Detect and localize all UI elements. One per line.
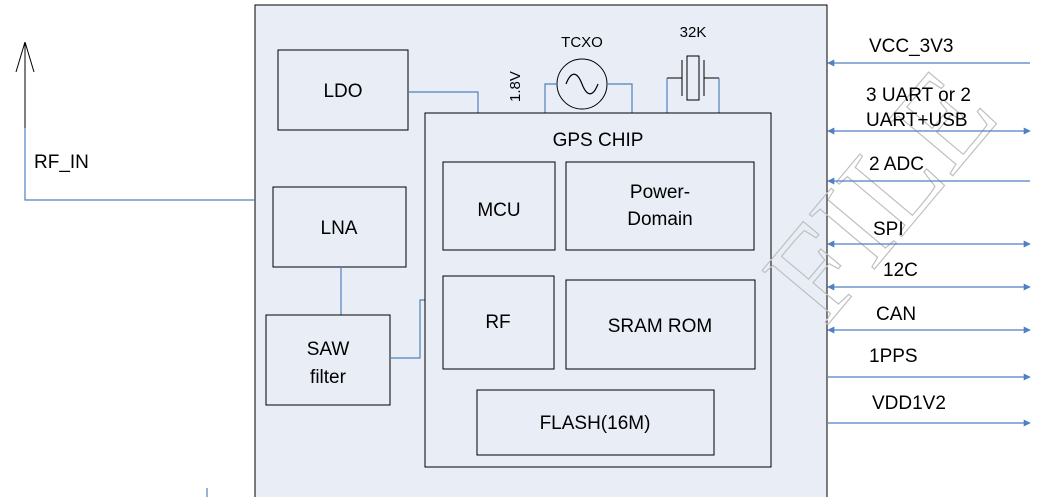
- rf-in-label: RF_IN: [34, 152, 89, 173]
- uart-label-line2: UART+USB: [866, 110, 968, 131]
- flash-block: [476, 389, 715, 456]
- tcxo-voltage-label: 1.8V: [507, 71, 524, 102]
- saw-label-line1: SAW: [307, 339, 350, 360]
- power-domain-label-line2: Domain: [627, 209, 692, 230]
- saw-filter-block: [265, 314, 391, 406]
- gps-chip-title: GPS CHIP: [553, 130, 644, 151]
- module-outline: [254, 4, 828, 497]
- tcxo-right-wire: [607, 83, 633, 113]
- mcu-label: MCU: [477, 200, 520, 221]
- flash-label: FLASH(16M): [540, 413, 651, 434]
- lna-block: [272, 186, 407, 268]
- ldo-label: LDO: [323, 81, 362, 102]
- vdd-label: VDD1V2: [872, 393, 946, 414]
- ldo-to-chip-wire: [408, 91, 479, 113]
- gps-chip-block: [424, 112, 772, 468]
- uart-label-line1: 3 UART or 2: [866, 85, 971, 106]
- tcxo-label: TCXO: [561, 34, 603, 51]
- rf-in-wire: [24, 128, 255, 201]
- power-domain-block: [565, 161, 755, 251]
- rf-block: [442, 275, 555, 370]
- rf-label: RF: [485, 312, 510, 333]
- antenna-icon: [15, 41, 35, 128]
- adc-label: 2 ADC: [869, 154, 924, 175]
- sram-rom-label: SRAM ROM: [608, 316, 713, 337]
- spi-label: SPI: [873, 219, 904, 240]
- i2c-label: 12C: [883, 260, 918, 281]
- ldo-block: [277, 49, 409, 131]
- sram-rom-block: [565, 279, 756, 370]
- saw-label-line2: filter: [310, 367, 347, 388]
- vcc-label: VCC_3V3: [869, 36, 954, 57]
- crystal-icon: [667, 55, 719, 101]
- saw-to-chip-wire: [390, 299, 425, 359]
- mcu-block: [442, 161, 556, 251]
- can-label: CAN: [876, 304, 916, 325]
- power-domain-label-line1: Power-: [630, 182, 690, 203]
- crystal-label: 32K: [680, 24, 707, 41]
- tcxo-left-wire: [544, 83, 557, 113]
- pps-label: 1PPS: [869, 346, 918, 367]
- sine-wave-icon: [565, 73, 599, 95]
- lna-label: LNA: [321, 218, 358, 239]
